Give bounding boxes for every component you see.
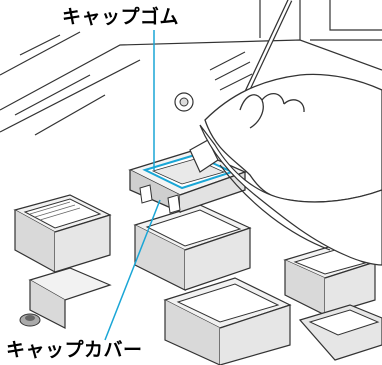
cap-unit-right (283, 244, 377, 316)
cap-unit-left (13, 194, 112, 274)
leader-line-cap-cover (104, 199, 161, 341)
cleaning-cloth (199, 124, 382, 266)
cap-unit-bottom (163, 277, 292, 365)
cap-being-cleaned (128, 149, 247, 214)
cap-rubber-label: キャップゴム (62, 6, 180, 28)
gloved-hand (204, 73, 382, 203)
screw-icon (19, 313, 41, 327)
cap-unit-bottom-right (298, 304, 382, 361)
mounting-hole (174, 92, 194, 112)
machine-base (0, 0, 382, 136)
cap-unit-middle (133, 204, 252, 291)
leader-lines (104, 30, 161, 341)
base-ribs (209, 51, 253, 91)
cap-cover-label: キャップカバー (6, 339, 143, 361)
cap-unit-left-lower (28, 267, 112, 329)
